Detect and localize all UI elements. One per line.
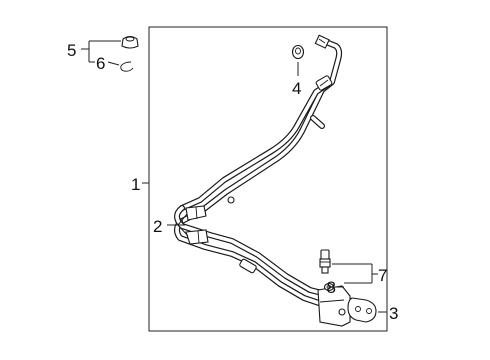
callout-5: 5 xyxy=(67,41,76,60)
assembly-frame xyxy=(148,26,388,332)
o-ring-icon xyxy=(323,282,335,292)
callout-3: 3 xyxy=(389,304,398,323)
oil-cooler-tube-assembly xyxy=(174,34,351,327)
callout-4: 4 xyxy=(292,79,301,98)
callout-6: 6 xyxy=(96,54,105,73)
cap-icon xyxy=(121,35,139,49)
upper-fitting xyxy=(314,34,330,49)
tube-bracket xyxy=(239,258,257,274)
tube-clip xyxy=(185,205,209,245)
callout-1: 1 xyxy=(131,175,140,194)
cap-nut-icon xyxy=(291,44,305,60)
gasket-icon xyxy=(347,297,377,323)
callout-7: 7 xyxy=(378,266,387,285)
flange-block xyxy=(317,285,351,327)
callout-8: 8 xyxy=(327,278,336,297)
tube-stub xyxy=(310,115,325,129)
retaining-clip-icon xyxy=(120,61,134,72)
tube-sleeve xyxy=(315,75,333,91)
callout-2: 2 xyxy=(153,217,162,236)
connector-fitting-icon xyxy=(319,249,331,274)
leader-lines xyxy=(81,40,387,313)
